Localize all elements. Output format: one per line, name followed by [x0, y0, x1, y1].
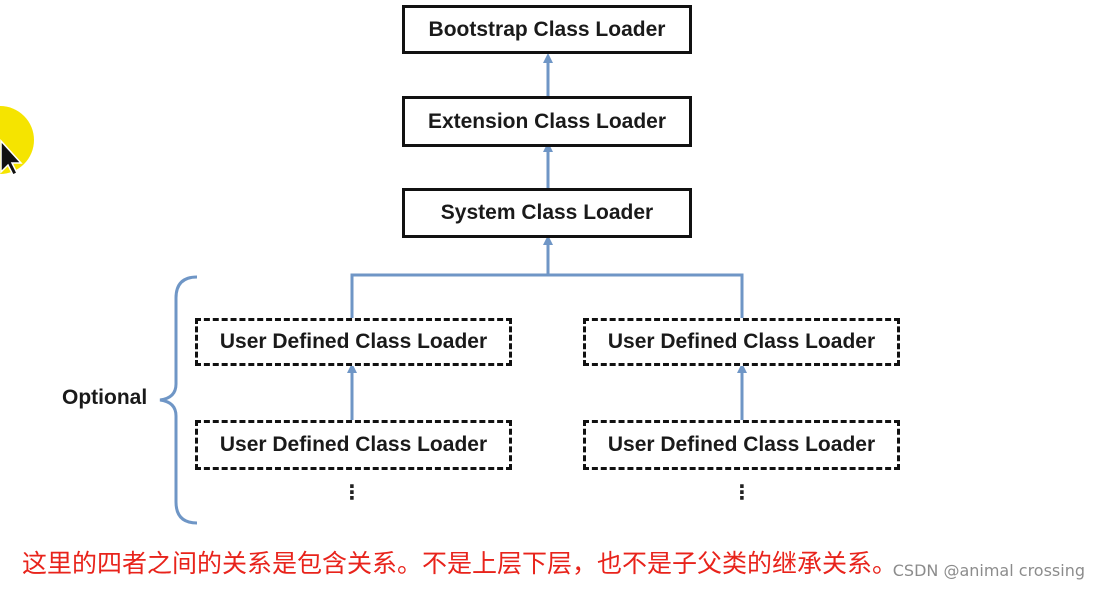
optional-brace	[159, 275, 198, 525]
user-defined-loader-label: User Defined Class Loader	[219, 330, 488, 353]
user-defined-loader-left-top: User Defined Class Loader	[195, 318, 512, 366]
system-class-loader-label: System Class Loader	[440, 201, 654, 224]
bootstrap-class-loader-box: Bootstrap Class Loader	[402, 5, 692, 54]
continuation-dots-left: ⋮	[342, 482, 362, 504]
user-defined-loader-label: User Defined Class Loader	[607, 330, 876, 353]
system-class-loader-box: System Class Loader	[402, 188, 692, 238]
optional-label: Optional	[62, 386, 148, 409]
extension-class-loader-label: Extension Class Loader	[427, 109, 667, 133]
branch-users-to-system	[350, 273, 744, 318]
extension-class-loader-box: Extension Class Loader	[402, 96, 692, 147]
watermark-text: CSDN @animal crossing	[892, 561, 1085, 580]
user-defined-loader-left-bottom: User Defined Class Loader	[195, 420, 512, 470]
continuation-dots-right: ⋮	[732, 482, 752, 504]
user-defined-loader-right-top: User Defined Class Loader	[583, 318, 900, 366]
bootstrap-class-loader-label: Bootstrap Class Loader	[428, 17, 666, 41]
user-defined-loader-label: User Defined Class Loader	[607, 433, 876, 456]
user-defined-loader-label: User Defined Class Loader	[219, 433, 488, 456]
mouse-cursor-icon	[0, 106, 34, 176]
caption-text: 这里的四者之间的关系是包含关系。不是上层下层，也不是子父类的继承关系。	[22, 549, 898, 578]
user-defined-loader-right-bottom: User Defined Class Loader	[583, 420, 900, 470]
